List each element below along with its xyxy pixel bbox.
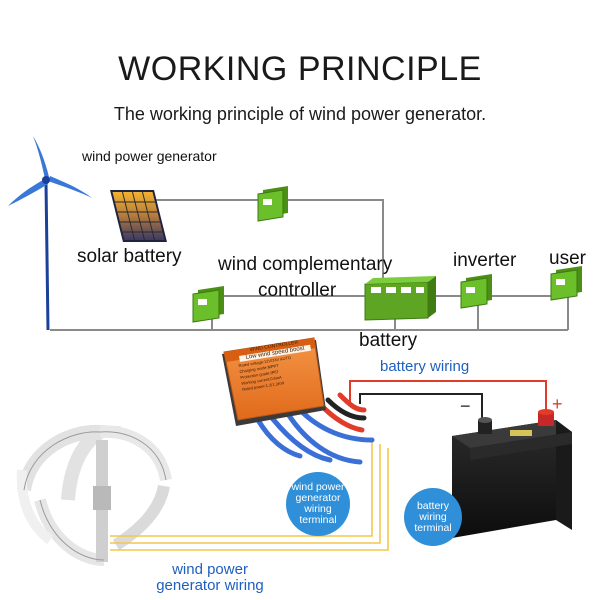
label-user: user bbox=[549, 248, 586, 269]
wind-turbine-icon bbox=[8, 136, 92, 331]
bubble-generator-terminal: wind power generator wiring terminal bbox=[286, 472, 350, 536]
battery-cables bbox=[349, 380, 547, 424]
label-plus: + bbox=[552, 394, 563, 414]
car-battery-icon bbox=[452, 409, 572, 538]
label-battery: battery bbox=[359, 330, 418, 351]
wire-solar-to-controller bbox=[148, 199, 384, 282]
label-generator-wiring-line1: wind power bbox=[172, 561, 248, 578]
page-subtitle: The working principle of wind power gene… bbox=[113, 104, 487, 124]
label-minus: − bbox=[460, 396, 471, 416]
battery-bank-icon bbox=[364, 276, 436, 321]
bubble-battery-terminal-text: battery wiring terminal bbox=[414, 499, 452, 534]
bubble-generator-terminal-text: wind power generator wiring terminal bbox=[291, 481, 345, 526]
label-controller-line1: wind complementary bbox=[218, 254, 393, 275]
label-solar-battery: solar battery bbox=[77, 246, 182, 267]
label-wind-power-generator: wind power generator bbox=[82, 148, 217, 164]
controller-face: WIND CONTROLLER Low wind speed boost Rat… bbox=[232, 337, 325, 413]
solar-panel-icon bbox=[110, 190, 167, 242]
label-inverter: inverter bbox=[453, 250, 517, 271]
module-user bbox=[550, 266, 582, 301]
label-generator-wiring-line2: generator wiring bbox=[156, 577, 264, 594]
page-title: WORKING PRINCIPLE bbox=[118, 50, 482, 88]
label-controller-line2: controller bbox=[258, 280, 337, 301]
generator-wiring-yellow bbox=[110, 440, 389, 551]
module-controller bbox=[192, 286, 224, 323]
vertical-axis-turbine-icon bbox=[16, 424, 172, 566]
label-battery-wiring: battery wiring bbox=[380, 358, 470, 375]
bubble-battery-terminal: battery wiring terminal bbox=[404, 488, 462, 546]
system-wiring-lines bbox=[50, 199, 569, 331]
module-top-center bbox=[257, 186, 288, 222]
module-inverter bbox=[460, 274, 492, 309]
